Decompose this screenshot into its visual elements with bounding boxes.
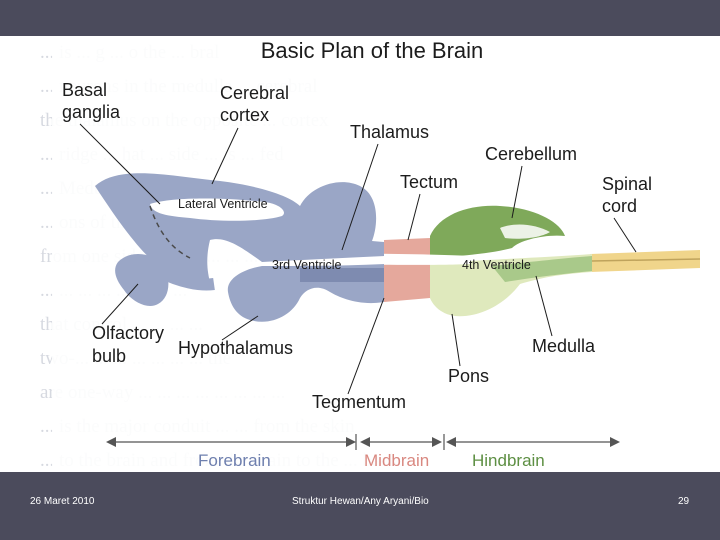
leader-tectum: [407, 193, 421, 241]
cerebellum-shape: [430, 205, 565, 258]
cerebellum-fold: [500, 224, 550, 239]
olfactory-stalk: [157, 266, 215, 291]
label-third-ventricle: 3rd Ventricle: [272, 258, 342, 272]
tectum-shape: [384, 238, 430, 256]
division-hindbrain: Hindbrain: [472, 451, 545, 470]
division-forebrain: Forebrain: [198, 451, 271, 470]
label-cerebellum: Cerebellum: [485, 144, 577, 164]
division-midbrain: Midbrain: [364, 451, 429, 470]
label-olfactory-bulb-2: bulb: [92, 346, 126, 366]
label-basal-ganglia-1: Basal: [62, 80, 107, 100]
midbrain-arrow-left: [360, 437, 370, 447]
leader-cerebellum: [511, 165, 523, 219]
label-thalamus: Thalamus: [350, 122, 429, 142]
spinal-cord-shape: [590, 250, 700, 272]
forebrain-arrow-left: [106, 437, 116, 447]
hypothalamus-shape: [227, 264, 384, 322]
label-cerebral-cortex-2: cortex: [220, 105, 269, 125]
spinal-canal: [591, 258, 701, 262]
label-hypothalamus: Hypothalamus: [178, 338, 293, 358]
label-spinal-cord-1: Spinal: [602, 174, 652, 194]
leader-thalamus: [341, 143, 379, 251]
lateral-ventricle-shape: [150, 198, 285, 221]
label-cerebral-cortex-1: Cerebral: [220, 83, 289, 103]
midline-shading: [300, 268, 384, 282]
label-tegmentum: Tegmentum: [312, 392, 406, 412]
division-arrows: [106, 434, 620, 450]
forebrain-hemisphere: [95, 173, 384, 282]
leader-basal-ganglia: [79, 123, 161, 205]
top-bar: [0, 0, 720, 36]
label-medulla: Medulla: [532, 336, 596, 356]
leader-spinal-cord: [613, 217, 637, 253]
leader-medulla: [535, 275, 553, 337]
label-pons: Pons: [448, 366, 489, 386]
footer-date: 26 Maret 2010: [30, 496, 95, 507]
label-spinal-cord-2: cord: [602, 196, 637, 216]
label-tectum: Tectum: [400, 172, 458, 192]
footer-title: Struktur Hewan/Any Aryani/Bio: [292, 496, 429, 507]
label-basal-ganglia-2: ganglia: [62, 102, 121, 122]
tegmentum-shape: [384, 264, 430, 302]
label-lateral-ventricle: Lateral Ventricle: [178, 197, 268, 211]
page-number: 29: [678, 496, 690, 507]
leader-cerebral-cortex: [211, 127, 239, 185]
leader-hypothalamus: [221, 315, 259, 341]
slide-area: ... is ... g ... o the ... bral... neuro…: [0, 36, 720, 472]
diagram-title: Basic Plan of the Brain: [261, 38, 484, 63]
leader-pons: [451, 313, 461, 367]
olfactory-bulb-shape: [115, 253, 169, 307]
leader-olfactory-bulb: [101, 283, 139, 325]
slide-footer: 26 Maret 2010 Struktur Hewan/Any Aryani/…: [0, 472, 720, 540]
forebrain-arrow-right: [346, 437, 356, 447]
leader-tegmentum: [347, 297, 385, 395]
midbrain-arrow-right: [432, 437, 442, 447]
label-fourth-ventricle: 4th Ventricle: [462, 258, 531, 272]
hindbrain-arrow-right: [610, 437, 620, 447]
hindbrain-arrow-left: [446, 437, 456, 447]
leader-lines: [79, 123, 637, 395]
medulla-shape: [492, 256, 592, 282]
brain-diagram: Basic Plan of the Brain Basal ganglia Ce…: [52, 36, 702, 472]
label-olfactory-bulb-1: Olfactory: [92, 323, 164, 343]
